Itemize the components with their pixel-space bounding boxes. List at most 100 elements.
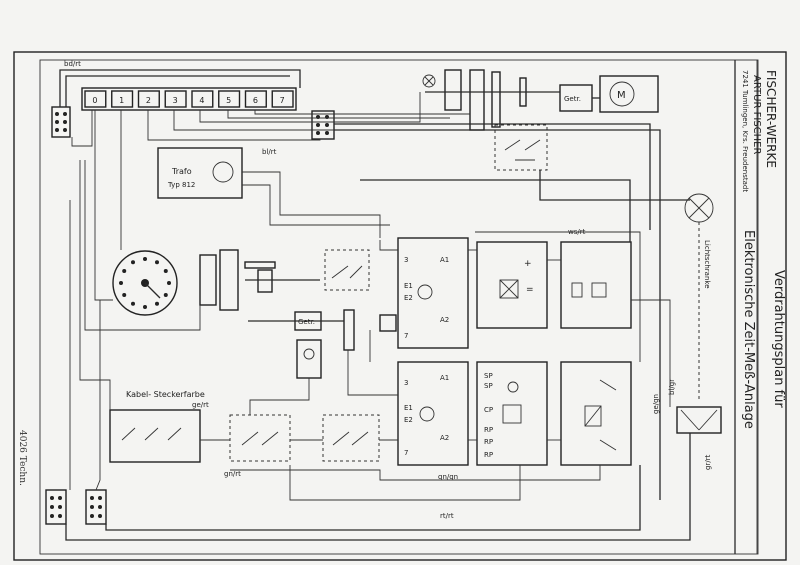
inner-border (39, 59, 759, 555)
trafo-label: Trafo (171, 167, 192, 176)
terminal-5 (218, 90, 241, 108)
motor-label: M (617, 90, 626, 101)
coil-mid (219, 249, 239, 311)
speaker-icon (571, 282, 583, 298)
wire-label-gnrt: gn/rt (224, 470, 241, 478)
plug-bottom-left-b (85, 489, 107, 525)
wire-label-gegn: ge/gn (652, 394, 660, 414)
wire-label-blrt: bl/rt (262, 148, 277, 156)
rectifier-icon (499, 279, 519, 299)
pin-3-lower: 3 (404, 379, 408, 387)
pin-e1-upper: E1 (404, 282, 413, 290)
pin-sp-1: SP (484, 372, 493, 380)
timer-module-upper (397, 237, 469, 349)
pin-cp: CP (484, 406, 493, 414)
shaft-mid (244, 261, 276, 269)
relay-top-center (324, 249, 370, 291)
gearbox-top-label: Getr. (564, 95, 581, 103)
wire-label-bigr: bl/gr (668, 379, 676, 395)
wire-label-bdrt: bd/rt (64, 60, 81, 68)
company-name: FISCHER-WERKE (764, 70, 778, 168)
pin-rp-2: RP (484, 438, 493, 446)
terminal-label: 4 (199, 96, 204, 105)
rotary-switch (112, 250, 178, 316)
terminal-4 (191, 90, 214, 108)
terminal-label: 1 (119, 96, 124, 105)
rotary-contact (155, 301, 159, 306)
comparator-module (476, 361, 548, 466)
wire-label-gngn: gn/gn (438, 473, 458, 481)
potentiometer-upper (379, 314, 397, 332)
rotary-contact (143, 305, 147, 309)
plug-bottom-left-a (45, 489, 67, 525)
switch-box-top (494, 124, 548, 171)
gear-stack-b (469, 69, 485, 131)
terminal-0 (84, 90, 107, 108)
gear-stack-c (491, 71, 501, 128)
outer-border (13, 51, 787, 561)
kabel-label: Kabel- Steckerfarbe (126, 390, 205, 399)
terminal-label: 6 (253, 96, 258, 105)
rotary-contact (131, 260, 135, 265)
plan-subtitle: Elektronische Zeit-Meß-Anlage (741, 230, 756, 429)
output-a2-upper: A2 (440, 316, 449, 324)
cable-connector (109, 409, 201, 463)
handwritten-note: 4026 Techn. (17, 430, 27, 486)
light-receiver (676, 406, 722, 434)
motor-housing (599, 75, 659, 113)
rotary-contact (163, 293, 168, 297)
rotary-contact (167, 281, 171, 285)
plug-left-top (51, 106, 71, 138)
lamp-top (422, 74, 436, 88)
terminal-strip: 0 1 2 3 4 5 6 7 (81, 87, 297, 111)
rotary-contact (163, 269, 168, 273)
terminal-label: 3 (173, 96, 178, 105)
wire-label-gert: ge/rt (192, 401, 209, 409)
terminal-label: 2 (146, 96, 151, 105)
svg-text:+: + (524, 259, 532, 269)
wire-harness (59, 69, 691, 541)
rotary-contact (155, 260, 159, 265)
gearbox-mid-label: Getr. (298, 318, 315, 326)
coil-left (199, 254, 217, 306)
cam (257, 269, 273, 293)
margin-note: 4026 Techn. (17, 430, 27, 486)
lichtschranke-label: Lichtschranke (703, 240, 711, 289)
rotary-contact (131, 301, 135, 306)
rotary-contact (119, 281, 123, 285)
pin-e1-lower: E1 (404, 404, 413, 412)
terminal-2 (137, 90, 160, 108)
rotary-contact (122, 269, 127, 273)
terminal-1 (111, 90, 134, 108)
power-supply-module (476, 241, 548, 329)
relay-bottom-center (322, 414, 380, 462)
gear-stack-a (444, 69, 462, 111)
relay-bottom-left (229, 414, 291, 462)
title-block: FISCHER-WERKE ARTUR FISCHER 7241 Tumling… (741, 70, 786, 408)
output-a1-lower: A1 (440, 374, 449, 382)
terminal-label: 0 (92, 96, 97, 105)
address: 7241 Tumlingen, Krs. Freudenstadt (741, 70, 749, 192)
pin-rp-1: RP (484, 426, 493, 434)
plan-title: Verdrahtungsplan für (771, 270, 786, 408)
rotary-contact (143, 257, 147, 261)
terminal-label: 7 (280, 96, 285, 105)
rotary-contact (122, 293, 127, 297)
plug-center (311, 110, 335, 140)
terminal-label: 5 (226, 96, 231, 105)
terminal-3 (164, 90, 187, 108)
svg-text:=: = (526, 285, 534, 295)
pin-7-upper: 7 (404, 332, 408, 340)
wire-label-rtrt: rt/rt (440, 512, 454, 520)
output-a2-lower: A2 (440, 434, 449, 442)
pin-e2-lower: E2 (404, 416, 413, 424)
wire-label-grrt: gr/rt (704, 454, 712, 470)
amplifier-module (560, 241, 632, 329)
relay-coil-icon (591, 282, 607, 298)
pin-7-lower: 7 (404, 449, 408, 457)
pin-sp-2: SP (484, 382, 493, 390)
shaft-vertical (343, 309, 355, 351)
owner-name: ARTUR FISCHER (751, 75, 762, 154)
